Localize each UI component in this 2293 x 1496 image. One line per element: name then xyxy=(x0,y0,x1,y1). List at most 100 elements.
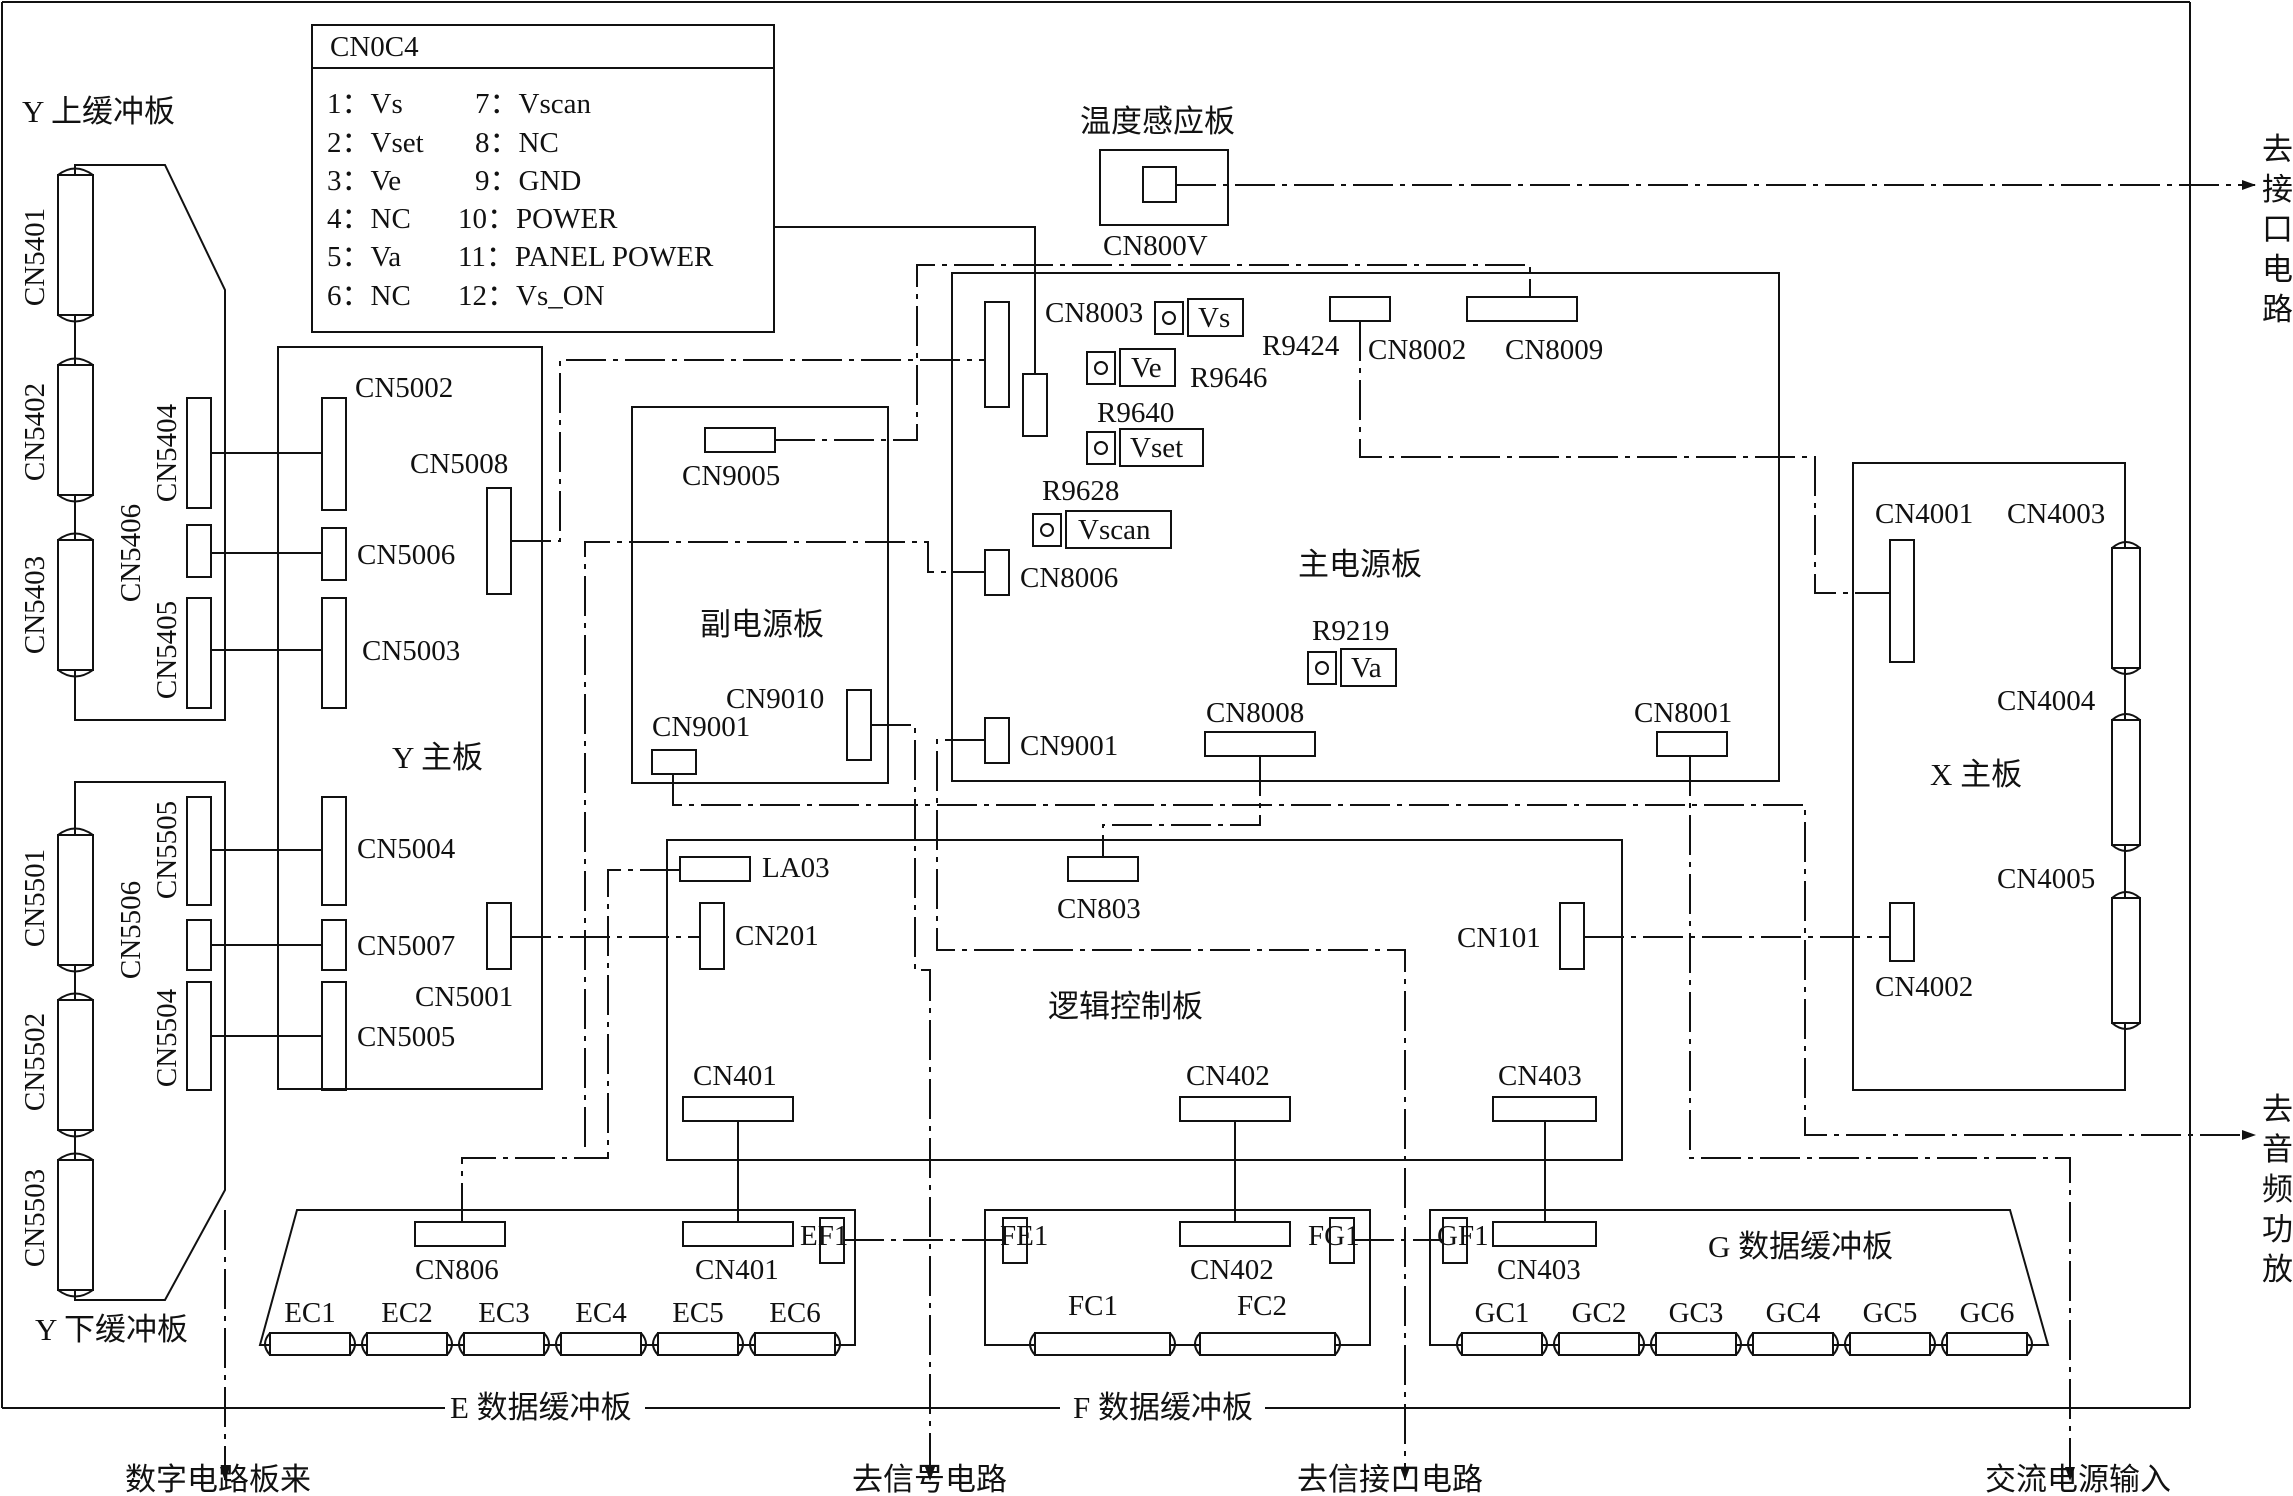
cn5006-label: CN5006 xyxy=(357,539,455,571)
ffc-cn5401 xyxy=(57,167,94,323)
to-interface-4: 电 xyxy=(2262,252,2293,287)
ac-input-label: 交流电源输入 xyxy=(1985,1462,2171,1496)
pin-3: 3：Ve xyxy=(327,165,401,197)
f-port-slots xyxy=(1029,1332,1341,1356)
fc1-label: FC1 xyxy=(1068,1290,1118,1322)
cn5005-label: CN5005 xyxy=(357,1021,455,1053)
port-ec2-label: EC2 xyxy=(381,1297,433,1329)
conn-cn9005 xyxy=(704,427,776,453)
r9628-label: R9628 xyxy=(1042,475,1119,507)
port-gc5-label: GC5 xyxy=(1863,1297,1918,1329)
ffc-cn4003 xyxy=(2111,541,2141,675)
pin-11: 11：PANEL POWER xyxy=(458,241,714,273)
port-gc3-label: GC3 xyxy=(1669,1297,1724,1329)
e-buffer-label: E 数据缓冲板 xyxy=(450,1390,632,1425)
cn5501-label: CN5501 xyxy=(19,849,51,947)
cn201-label: CN201 xyxy=(735,920,819,952)
main-power-board: 主电源板 CN8003 CN8002 CN8009 CN8006 CN9001 … xyxy=(951,272,1780,782)
cn5002-label: CN5002 xyxy=(355,372,453,404)
cn401-e-label: CN401 xyxy=(695,1254,779,1286)
to-signal-label: 去信号电路 xyxy=(852,1462,1007,1496)
g-buffer-label: G 数据缓冲板 xyxy=(1708,1229,1893,1264)
port-gc6: GC6 xyxy=(1941,1297,2033,1356)
conn-cn5005 xyxy=(321,981,347,1091)
cn5001-label: CN5001 xyxy=(415,981,513,1013)
x-main-board: X 主板 CN4001 CN4003 CN4004 CN4005 CN4002 xyxy=(1852,462,2141,1091)
port-gc1: GC1 xyxy=(1456,1297,1548,1356)
to-interface-5: 路 xyxy=(2262,292,2293,327)
conn-cn5006 xyxy=(321,527,347,581)
cn5004-label: CN5004 xyxy=(357,833,456,865)
ffc-cn4004 xyxy=(2111,713,2141,852)
cn8006-label: CN8006 xyxy=(1020,562,1118,594)
to-signal-interface-label: 去信接口电路 xyxy=(1297,1462,1483,1496)
port-gc6-label: GC6 xyxy=(1960,1297,2015,1329)
pin-2: 2：Vset xyxy=(327,127,424,159)
pin-9: 9：GND xyxy=(475,165,581,197)
r9646-label: R9646 xyxy=(1190,362,1267,394)
conn-cn5504 xyxy=(186,981,212,1091)
conn-cn5003 xyxy=(321,597,347,709)
conn-cn8002 xyxy=(1329,296,1391,322)
pin-table-title: CN0C4 xyxy=(330,31,419,63)
port-gc4: GC4 xyxy=(1747,1297,1839,1356)
cn8008-label: CN8008 xyxy=(1206,697,1304,729)
port-ec3: EC3 xyxy=(458,1297,550,1356)
cn8001-label: CN8001 xyxy=(1634,697,1732,729)
conn-cn402-logic xyxy=(1179,1096,1291,1122)
cn4004-label: CN4004 xyxy=(1997,685,2096,717)
port-ec4-label: EC4 xyxy=(575,1297,627,1329)
cn5404-label: CN5404 xyxy=(151,403,183,502)
conn-cn101 xyxy=(1559,902,1585,970)
pin-8: 8：NC xyxy=(475,127,559,159)
f-buffer-board: FE1 CN402 FG1 FC1 FC2 F 数据缓冲板 xyxy=(984,1209,1371,1425)
va-label: Va xyxy=(1351,652,1382,684)
pin-4: 4：NC xyxy=(327,203,411,235)
output-labels: 去 接 口 电 路 去 音 频 功 放 数字电路板来 去信号电路 去信接口电路 … xyxy=(125,132,2293,1496)
r9219-label: R9219 xyxy=(1312,615,1389,647)
y-lower-buffer-board: Y 下缓冲板 CN5501 CN5502 CN5503 CN5505 CN550… xyxy=(19,781,226,1347)
e-buffer-board: CN806 CN401 EF1 E 数据缓冲板 xyxy=(258,1209,856,1425)
conn-cn5007 xyxy=(321,919,347,971)
pin-1: 1：Vs xyxy=(327,88,403,120)
conn-cn5505 xyxy=(186,796,212,906)
cn4003-label: CN4003 xyxy=(2007,498,2105,530)
ve-label: Ve xyxy=(1131,352,1162,384)
ffc-cn5403 xyxy=(57,532,94,678)
port-gc2-label: GC2 xyxy=(1572,1297,1627,1329)
conn-cn8006 xyxy=(984,549,1010,596)
vs-label: Vs xyxy=(1198,302,1230,334)
logic-label: 逻辑控制板 xyxy=(1048,989,1203,1024)
cn4001-label: CN4001 xyxy=(1875,498,1973,530)
port-gc5: GC5 xyxy=(1844,1297,1936,1356)
cn5502-label: CN5502 xyxy=(19,1013,51,1111)
y-upper-buffer-board: Y 上缓冲板 CN5401 CN5402 CN5403 CN5404 CN540… xyxy=(19,94,226,721)
fe1-label: FE1 xyxy=(1000,1220,1048,1252)
cn403-g-label: CN403 xyxy=(1497,1254,1581,1286)
sub-power-board: 副电源板 CN9005 CN9010 CN9001 xyxy=(631,406,889,784)
cn8003-label: CN8003 xyxy=(1045,297,1143,329)
pin-6: 6：NC xyxy=(327,280,411,312)
y-buffer-wires xyxy=(211,452,322,1037)
cn8002-label: CN8002 xyxy=(1368,334,1466,366)
port-gc4-label: GC4 xyxy=(1766,1297,1821,1329)
cn5504-label: CN5504 xyxy=(151,988,183,1087)
r9424-label: R9424 xyxy=(1262,330,1340,362)
cn5503-label: CN5503 xyxy=(19,1169,51,1267)
conn-cn401-e xyxy=(682,1221,794,1247)
testpoint-ve: Ve xyxy=(1086,348,1176,387)
conn-cn5004 xyxy=(321,796,347,906)
port-fc1 xyxy=(1029,1332,1176,1356)
cn402-logic-label: CN402 xyxy=(1186,1060,1270,1092)
to-interface-3: 口 xyxy=(2262,212,2293,247)
pin-10: 10：POWER xyxy=(458,203,618,235)
conn-cn9001-main xyxy=(984,717,1010,764)
conn-cn5002 xyxy=(321,397,347,511)
conn-cn8009 xyxy=(1466,296,1578,322)
cn8009-label: CN8009 xyxy=(1505,334,1603,366)
cn5405-label: CN5405 xyxy=(151,601,183,699)
r9640-label: R9640 xyxy=(1097,397,1174,429)
port-fc2 xyxy=(1194,1332,1341,1356)
